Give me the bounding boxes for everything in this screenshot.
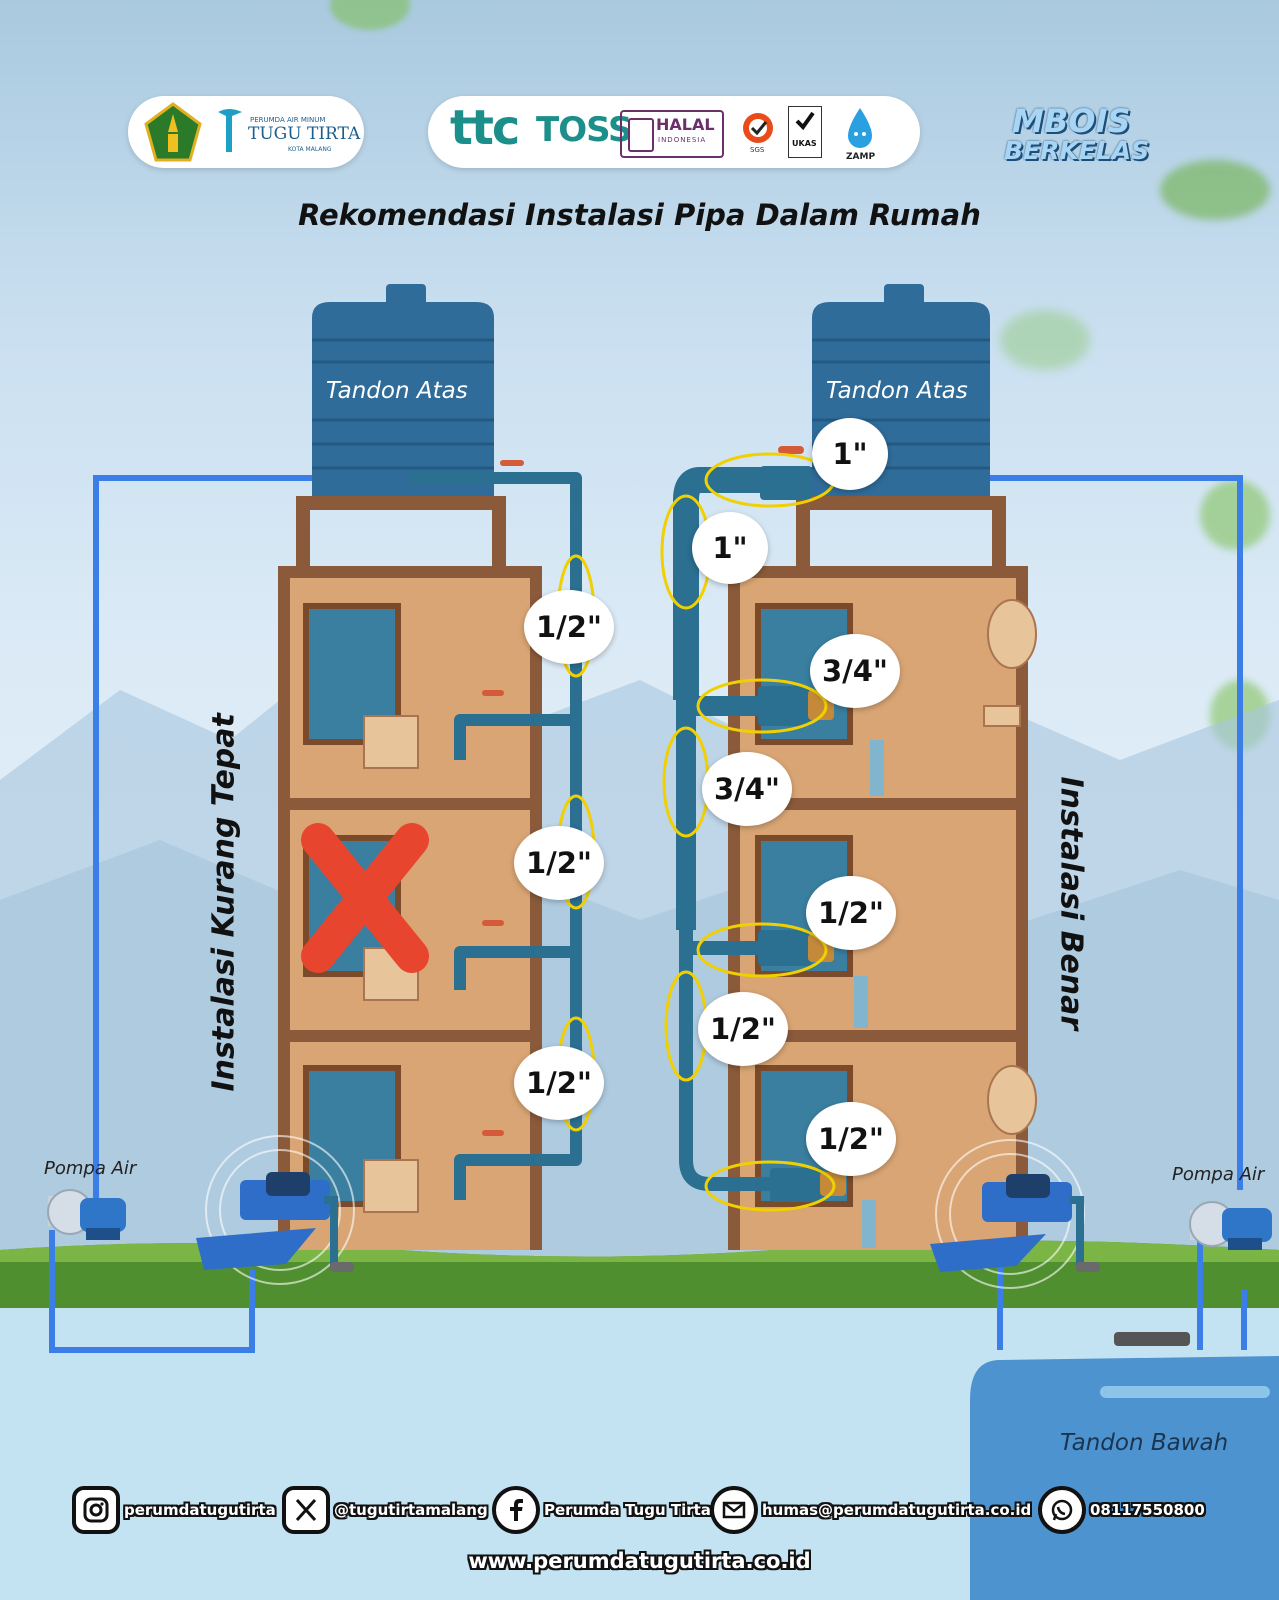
right-water-meter-icon bbox=[930, 1139, 1100, 1289]
header-logo-pill-left: PERUMDA AIR MINUM TUGU TIRTA KOTA MALANG bbox=[128, 96, 364, 168]
tugu-tirta-drop-icon bbox=[214, 106, 244, 156]
leaf-decoration bbox=[1000, 310, 1090, 370]
instagram-link[interactable]: perumdatugutirta bbox=[72, 1486, 276, 1534]
x-twitter-icon bbox=[282, 1486, 330, 1534]
right-size-badge: 1" bbox=[692, 512, 768, 584]
leaf-decoration bbox=[1160, 160, 1270, 220]
sgs-logo: SGS bbox=[736, 108, 784, 156]
whatsapp-icon bbox=[1038, 1486, 1086, 1534]
left-water-pump-icon bbox=[47, 1189, 126, 1240]
mbois-berkelas-logo: MBOIS BERKELAS bbox=[1004, 100, 1154, 172]
facebook-icon bbox=[492, 1486, 540, 1534]
incorrect-cross-icon bbox=[301, 823, 429, 973]
zamp-logo: ZAMP bbox=[828, 100, 892, 164]
left-water-tank bbox=[312, 284, 494, 496]
left-distribution-pipe bbox=[410, 472, 582, 1200]
facebook-link[interactable]: Perumda Tugu Tirta bbox=[492, 1486, 711, 1534]
halal-logo: HALAL INDONESIA bbox=[620, 110, 724, 158]
leaf-decoration bbox=[1200, 480, 1270, 550]
twitter-handle: @tugutirtamalang bbox=[334, 1501, 488, 1519]
bottom-tank-label: Tandon Bawah bbox=[1060, 1430, 1229, 1456]
left-vertical-label: Instalasi Kurang Tepat bbox=[206, 713, 242, 1092]
berkelas-text: BERKELAS bbox=[1004, 136, 1150, 165]
halal-emblem-icon bbox=[628, 118, 654, 152]
right-size-badge: 1/2" bbox=[806, 876, 896, 950]
left-valve-handles bbox=[482, 460, 524, 1136]
email-link[interactable]: humas@perumdatugutirta.co.id bbox=[710, 1486, 1032, 1534]
tugu-tirta-sub-text: KOTA MALANG bbox=[288, 146, 332, 153]
left-size-badge: 1/2" bbox=[514, 826, 604, 900]
right-size-badge: 1" bbox=[812, 418, 888, 490]
bottom-water-tank bbox=[970, 1332, 1279, 1600]
right-tank-stand bbox=[796, 496, 1006, 566]
mail-icon bbox=[710, 1486, 758, 1534]
sgs-text: SGS bbox=[750, 146, 765, 154]
city-emblem-icon bbox=[144, 102, 202, 162]
left-size-badge: 1/2" bbox=[524, 590, 614, 664]
zamp-text: ZAMP bbox=[846, 152, 876, 162]
right-water-pump-icon bbox=[1189, 1201, 1272, 1250]
mbois-text: MBOIS bbox=[1012, 102, 1131, 140]
instagram-icon bbox=[72, 1486, 120, 1534]
right-size-badge: 1/2" bbox=[806, 1102, 896, 1176]
instagram-handle: perumdatugutirta bbox=[124, 1501, 276, 1519]
halal-text: HALAL bbox=[656, 115, 715, 134]
right-vertical-label: Instalasi Benar bbox=[1053, 776, 1089, 1031]
left-tank-label: Tandon Atas bbox=[326, 378, 468, 404]
left-size-badge: 1/2" bbox=[514, 1046, 604, 1120]
ukas-text: UKAS bbox=[792, 139, 817, 148]
left-supply-pipe bbox=[49, 475, 312, 1353]
email-address: humas@perumdatugutirta.co.id bbox=[762, 1501, 1032, 1519]
toss-logo: TOSS bbox=[536, 110, 633, 150]
right-tank-label: Tandon Atas bbox=[826, 378, 968, 404]
tugu-tirta-text: TUGU TIRTA bbox=[248, 124, 361, 144]
whatsapp-link[interactable]: 08117550800 bbox=[1038, 1486, 1205, 1534]
tugu-tirta-small-text: PERUMDA AIR MINUM bbox=[250, 116, 326, 124]
facebook-name: Perumda Tugu Tirta bbox=[544, 1501, 711, 1519]
right-size-badge: 3/4" bbox=[702, 752, 792, 826]
left-tank-stand bbox=[296, 496, 506, 566]
right-size-badge: 3/4" bbox=[810, 634, 900, 708]
left-pump-label: Pompa Air bbox=[44, 1158, 137, 1179]
header-logo-pill-center: ttc TOSS HALAL INDONESIA SGS UKAS ZAMP bbox=[428, 96, 920, 168]
right-fittings bbox=[758, 446, 846, 1202]
ttc-logo: ttc bbox=[450, 100, 520, 156]
whatsapp-number: 08117550800 bbox=[1090, 1501, 1205, 1519]
twitter-link[interactable]: @tugutirtamalang bbox=[282, 1486, 488, 1534]
left-water-meter-icon bbox=[196, 1135, 355, 1285]
page-title: Rekomendasi Instalasi Pipa Dalam Rumah bbox=[298, 198, 981, 232]
right-size-badge: 1/2" bbox=[698, 992, 788, 1066]
website-link[interactable]: www.perumdatugutirta.co.id bbox=[468, 1549, 811, 1573]
halal-sub-text: INDONESIA bbox=[658, 136, 707, 144]
ukas-logo: UKAS bbox=[788, 106, 822, 158]
right-pump-label: Pompa Air bbox=[1172, 1164, 1265, 1185]
